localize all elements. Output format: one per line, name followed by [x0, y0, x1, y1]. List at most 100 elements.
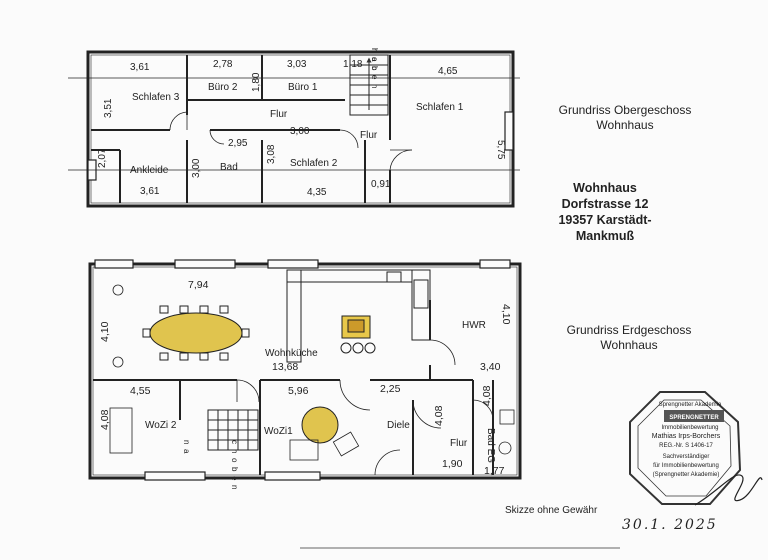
ground-dimension-labels: 7,94 4,10 4,10 13,68 3,40 4,55 5,96 2,25… [99, 279, 512, 477]
ground-dim-label-10: 4,08 [481, 385, 493, 406]
upper-caption-line1: Grundriss Obergeschoss [558, 103, 692, 117]
stamp-brand-band [664, 410, 724, 422]
stair-letter: o [370, 57, 379, 62]
ground-dim-label-11: 1,90 [442, 458, 463, 470]
ground-dim-label-9: 4,08 [433, 405, 445, 426]
upper-floor-plan: Schlafen 3 Büro 2 Büro 1 Schlafen 1 Flur… [68, 48, 520, 208]
stair-letter: c [370, 66, 379, 70]
stamp-line3: (Sprengnetter Akademie) [653, 472, 720, 478]
upper-dim-label-0: 3,61 [130, 62, 150, 73]
ground-room-label-6: Bad EG [485, 428, 496, 463]
stair-letter: e [230, 476, 239, 481]
ground-dim-label-8: 4,08 [99, 409, 111, 430]
upper-room-label-7: Schlafen 2 [290, 158, 338, 169]
signature-date: 30.1. 2025 [622, 517, 718, 533]
ground-room-label-0: Wohnküche [265, 348, 318, 359]
upper-dimension-labels: 3,61 2,78 1,80 3,03 1,18 4,65 3,51 2,95 … [97, 59, 506, 198]
upper-dim-label-15: 0,91 [371, 179, 391, 190]
ground-room-label-3: WoZi1 [264, 426, 293, 437]
ground-stairs [207, 409, 259, 451]
upper-room-label-1: Büro 2 [208, 82, 238, 93]
upper-stairs [349, 54, 389, 116]
upper-dim-label-13: 3,61 [140, 186, 160, 197]
upper-dim-label-8: 3,00 [191, 158, 202, 178]
ground-floor-plan: Wohnküche HWR WoZi 2 WoZi1 Diele Flur Ba… [88, 259, 522, 489]
upper-room-label-0: Schlafen 3 [132, 92, 180, 103]
ground-furniture [109, 284, 515, 461]
upper-room-label-2: Büro 1 [288, 82, 318, 93]
upper-dim-label-3: 3,03 [287, 59, 307, 70]
ground-dim-label-3: 13,68 [272, 361, 298, 373]
ground-dim-label-5: 4,55 [130, 385, 151, 397]
stamp-top: Sprengnetter Akademie [659, 402, 722, 408]
upper-room-label-8: Ankleide [130, 165, 169, 176]
ground-room-label-5: Flur [450, 438, 468, 449]
ground-windows [94, 259, 511, 481]
stair-letter: b [230, 467, 239, 472]
upper-dimension-lines [68, 77, 520, 171]
upper-dim-label-6: 3,51 [103, 98, 114, 118]
ground-room-label-4: Diele [387, 420, 410, 431]
upper-dim-label-4: 1,18 [343, 59, 363, 70]
ground-doors [236, 339, 494, 476]
stair-letter: a [370, 57, 379, 62]
upper-interior-walls [91, 55, 391, 203]
ground-floor-caption: Grundriss Erdgeschoss Wohnhaus [544, 323, 714, 353]
ground-dim-label-2: 4,10 [500, 304, 512, 325]
stair-letter: n [230, 485, 239, 489]
upper-dim-label-2: 1,80 [251, 72, 262, 92]
stamp-sub: Immobilienbewertung [661, 425, 718, 431]
upper-caption-line2: Wohnhaus [596, 118, 654, 132]
disclaimer-text: Skizze ohne Gewähr [505, 505, 598, 516]
upper-dim-label-1: 2,78 [213, 59, 233, 70]
ground-dim-label-1: 4,10 [99, 321, 111, 342]
ground-room-label-1: HWR [462, 320, 486, 331]
address-line2: Dorfstrasse 12 [561, 197, 649, 211]
ground-dining-table [142, 305, 250, 361]
upper-floor-caption: Grundriss Obergeschoss Wohnhaus [540, 103, 710, 133]
upper-dim-label-5: 4,65 [438, 66, 458, 77]
upper-room-label-5: Flur [360, 130, 378, 141]
ground-dim-label-7: 2,25 [380, 383, 401, 395]
stair-letter: n [182, 440, 191, 444]
ground-dim-label-4: 3,40 [480, 361, 501, 373]
upper-doors [169, 111, 413, 171]
stair-letter: a [182, 449, 191, 454]
ground-dim-label-0: 7,94 [188, 279, 209, 291]
upper-room-label-6: Bad [220, 162, 238, 173]
ground-round-table [301, 406, 339, 444]
upper-room-label-4: Flur [270, 109, 288, 120]
upper-dim-label-12: 2,07 [97, 148, 108, 168]
stair-letter: o [230, 458, 239, 463]
address-line3: 19357 Karstädt- [558, 213, 652, 227]
stamp-name: Mathias Irps-Borchers [652, 433, 721, 440]
upper-dim-label-10: 3,08 [266, 144, 277, 164]
stamp-brand: SPRENGNETTER [669, 415, 719, 421]
surveyor-stamp: Sprengnetter Akademie SPRENGNETTER Immob… [629, 391, 742, 505]
upper-dim-label-7: 2,95 [228, 138, 248, 149]
stair-letter: b [370, 66, 379, 71]
ground-kitchen-counter [286, 269, 431, 363]
stair-letter: h [230, 449, 239, 453]
stair-letter: h [370, 48, 379, 52]
ground-caption-line2: Wohnhaus [600, 338, 658, 352]
stair-letter: c [230, 440, 239, 444]
stamp-reg: REG.-Nr. S 1406-17 [659, 443, 713, 449]
upper-room-label-3: Schlafen 1 [416, 102, 464, 113]
stamp-line1: Sachverständiger [663, 454, 710, 460]
address-block: Wohnhaus Dorfstrasse 12 19357 Karstädt- … [555, 180, 655, 244]
address-line1: Wohnhaus [573, 181, 637, 195]
ground-dim-label-6: 5,96 [288, 385, 309, 397]
upper-dim-label-14: 4,35 [307, 187, 327, 198]
address-line4: Mankmuß [575, 229, 635, 243]
ground-room-labels: Wohnküche HWR WoZi 2 WoZi1 Diele Flur Ba… [145, 320, 496, 463]
ground-dim-label-12: 1,77 [484, 465, 505, 477]
upper-room-labels: Schlafen 3 Büro 2 Büro 1 Schlafen 1 Flur… [130, 82, 464, 176]
ground-caption-line1: Grundriss Erdgeschoss [566, 323, 692, 337]
stair-letter: n [370, 84, 379, 88]
ground-room-label-2: WoZi 2 [145, 420, 177, 431]
upper-dim-label-9: 3,00 [290, 126, 310, 137]
